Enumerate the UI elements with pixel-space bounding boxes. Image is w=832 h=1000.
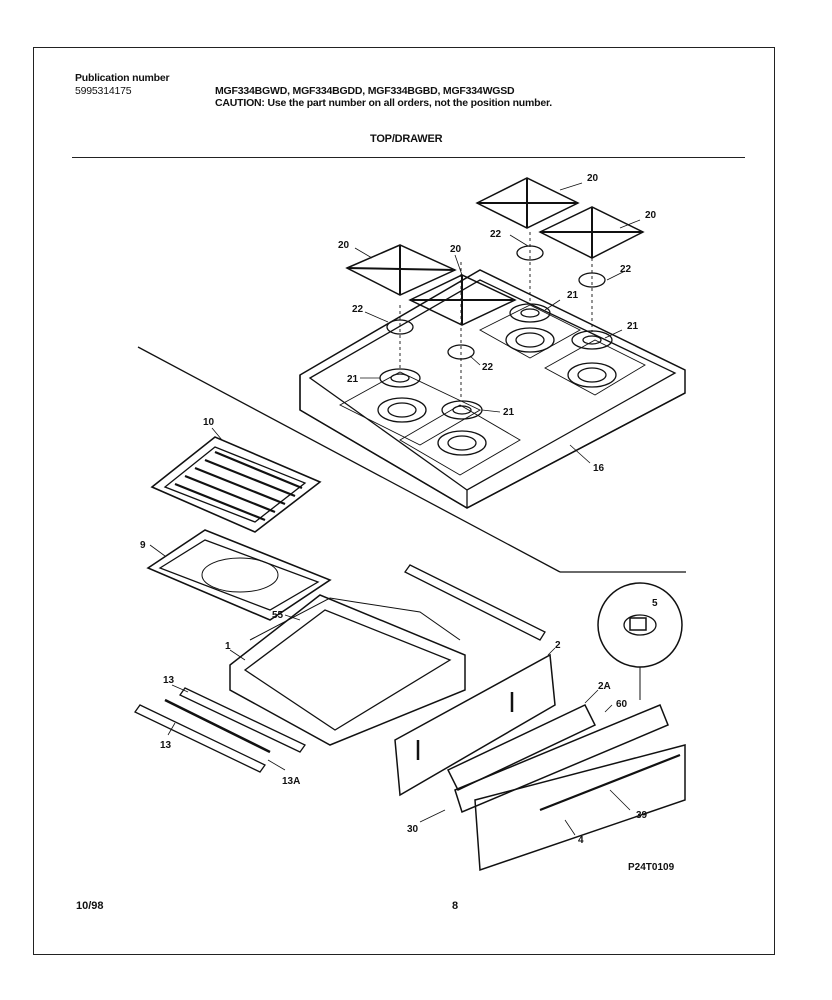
drawer-front-assembly [446, 704, 686, 872]
callout-20: 20 [338, 240, 350, 251]
callout-55: 55 [272, 610, 284, 621]
burner-caps-part-21 [379, 303, 613, 420]
callout-22: 22 [620, 264, 632, 275]
footer-date: 10/98 [76, 900, 104, 912]
callout-2a: 2A [598, 681, 611, 692]
callout-21: 21 [567, 290, 579, 301]
callout-21: 21 [627, 321, 639, 332]
section-title: TOP/DRAWER [370, 133, 443, 145]
knob-detail-part-5 [597, 582, 683, 700]
callout-21: 21 [347, 374, 359, 385]
callouts: 20 20 20 20 22 22 22 22 21 21 21 21 16 1… [140, 173, 658, 846]
callout-22: 22 [482, 362, 494, 373]
callout-60: 60 [616, 699, 628, 710]
callout-10: 10 [203, 417, 215, 428]
broiler-grid-part-10 [150, 436, 322, 533]
drawer-body-part-1 [229, 594, 466, 746]
callout-20: 20 [450, 244, 462, 255]
callout-20: 20 [587, 173, 599, 184]
publication-label: Publication number [75, 72, 170, 84]
alignment-lines [399, 232, 593, 400]
caution-note: CAUTION: Use the part number on all orde… [215, 97, 553, 109]
leader-lines [149, 182, 641, 836]
drawer-back-panel-part-2 [394, 653, 556, 797]
model-numbers: MGF334BGWD, MGF334BGDD, MGF334BGBD, MGF3… [215, 85, 515, 97]
section-divider-line [137, 346, 561, 573]
rail-right [404, 564, 546, 641]
callout-5: 5 [652, 598, 658, 609]
drawer-slides-part-13 [134, 687, 306, 773]
callout-30: 30 [407, 824, 419, 835]
drawing-id: P24T0109 [628, 862, 675, 873]
callout-21: 21 [503, 407, 515, 418]
callout-39: 39 [636, 810, 648, 821]
header-rule [72, 157, 745, 158]
callout-13: 13 [160, 740, 172, 751]
callout-16: 16 [593, 463, 605, 474]
publication-number: 5995314175 [75, 85, 132, 97]
callout-13: 13 [163, 675, 175, 686]
callout-9: 9 [140, 540, 146, 551]
grates-part-20 [345, 177, 645, 326]
callout-13a: 13A [282, 776, 300, 787]
broiler-pan-part-9 [146, 529, 332, 621]
callout-22: 22 [352, 304, 364, 315]
footer-page-number: 8 [452, 900, 459, 912]
callout-2: 2 [555, 640, 561, 651]
callout-20: 20 [645, 210, 657, 221]
callout-22: 22 [490, 229, 502, 240]
page-border [33, 47, 775, 955]
callout-4: 4 [578, 835, 584, 846]
callout-1: 1 [225, 641, 231, 652]
